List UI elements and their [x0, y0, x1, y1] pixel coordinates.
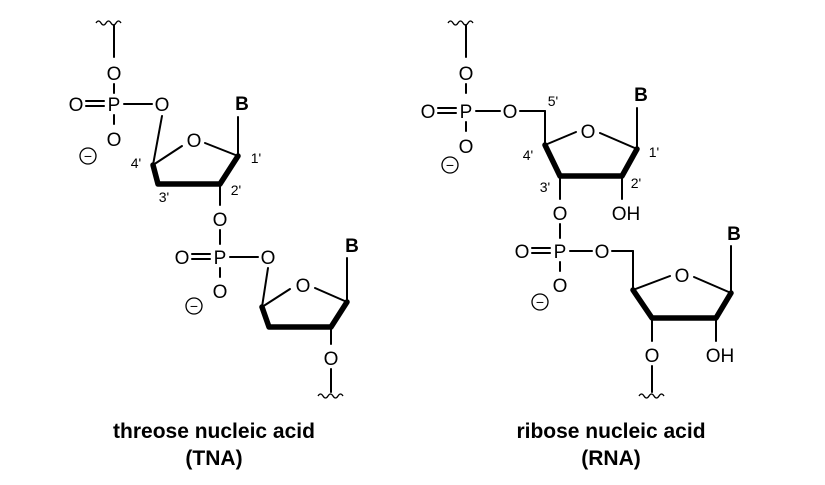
- rna-phosphate1-ester-oxygen: O: [503, 102, 518, 123]
- rna-sugar1-position-5: 5': [548, 93, 558, 109]
- rna-sugar1-position-2: 2': [631, 175, 641, 191]
- tna-sugar1-position-3: 3': [159, 189, 169, 205]
- tna-sugar2-bottom-oxygen: O: [324, 349, 339, 370]
- tna-bottom-chain-break: [317, 393, 344, 399]
- rna-phosphate2-negative-charge-icon: [531, 293, 549, 311]
- tna-sugar1-c4-ring-o-bond: [152, 145, 183, 166]
- rna-sugar1-ring-o-c1-bond: [599, 132, 638, 150]
- rna-sugar2-ring-o-c1-bond: [693, 276, 732, 294]
- rna-caption-abbreviation: (RNA): [581, 447, 640, 470]
- tna-sugar2-o3-link-bond: [261, 267, 269, 308]
- tna-phosphate2-upper-oxygen: O: [213, 210, 228, 231]
- rna-top-chain-break: [447, 20, 474, 26]
- rna-phosphate2-phosphorus: P: [554, 242, 567, 263]
- tna-phosphate1-negative-charge-icon: [79, 147, 97, 165]
- tna-phosphate2-charge-sign: −: [190, 298, 198, 314]
- tna-sugar1-base: B: [235, 94, 249, 115]
- rna-caption-title: ribose nucleic acid: [516, 420, 705, 443]
- tna-caption-title: threose nucleic acid: [113, 420, 315, 443]
- rna-phosphate2-charge-sign: −: [536, 294, 544, 310]
- rna-sugar2-base: B: [727, 224, 741, 245]
- rna-phosphate1-phosphorus: P: [460, 102, 473, 123]
- tna-phosphate1-ester-oxygen: O: [155, 95, 170, 116]
- rna-phosphate1-negative-charge-icon: [441, 156, 459, 174]
- tna-top-chain-break: [95, 20, 122, 26]
- rna-sugar2-ring-oxygen: O: [675, 266, 690, 287]
- rna-sugar1-position-4: 4': [523, 147, 533, 163]
- tna-sugar1-position-4: 4': [131, 155, 141, 171]
- tna-phosphate2-ester-oxygen: O: [261, 248, 276, 269]
- rna-phosphate1-double-oxygen: O: [421, 102, 436, 123]
- rna-phosphate1-upper-oxygen: O: [459, 64, 474, 85]
- tna-sugar1-position-2: 2': [231, 182, 241, 198]
- rna-sugar2-c4-ring-o-bond: [632, 275, 671, 291]
- tna-sugar1-front-bonds: [150, 153, 241, 187]
- rna-sugar2-front-bonds: [630, 287, 734, 321]
- rna-phosphate1-charged-oxygen: O: [459, 137, 474, 158]
- rna-sugar2-bottom-oxygen: O: [645, 346, 660, 367]
- rna-phosphate1-charge-sign: −: [446, 157, 454, 173]
- tna-phosphate1-phosphorus: P: [108, 95, 121, 116]
- rna-sugar2-hydroxyl: OH: [706, 346, 735, 367]
- tna-phosphate1-charged-oxygen: O: [107, 130, 122, 151]
- tna-sugar1-ring-o-c1-bond: [204, 142, 239, 157]
- tna-phosphate1-upper-oxygen: O: [107, 64, 122, 85]
- tna-phosphate2-double-oxygen: O: [175, 248, 190, 269]
- rna-sugar1-c4-ring-o-bond: [544, 131, 577, 146]
- tna-phosphate2-negative-charge-icon: [185, 297, 203, 315]
- rna-phosphate2-charged-oxygen: O: [553, 276, 568, 297]
- tna-phosphate2-phosphorus: P: [214, 248, 227, 269]
- rna-sugar1-front-bonds: [542, 142, 640, 179]
- tna-sugar1-o3-link-bond: [152, 115, 163, 166]
- rna-bottom-chain-break: [638, 393, 665, 399]
- tna-sugar1-position-1: 1': [251, 150, 261, 166]
- rna-sugar1-hydroxyl: OH: [612, 204, 641, 225]
- rna-phosphate2-ester-oxygen: O: [595, 242, 610, 263]
- tna-structure: O O P O O − O B 4' 1' 3' 2' O O P O: [69, 20, 359, 470]
- tna-sugar2-ring-o-c1-bond: [314, 287, 348, 303]
- tna-sugar2-base: B: [345, 236, 359, 257]
- rna-sugar1-ring-oxygen: O: [581, 122, 596, 143]
- rna-sugar1-position-1: 1': [649, 144, 659, 160]
- tna-sugar2-ring-oxygen: O: [296, 276, 311, 297]
- rna-sugar1-position-3: 3': [540, 179, 550, 195]
- tna-sugar2-c4-ring-o-bond: [261, 288, 291, 308]
- tna-phosphate2-charged-oxygen: O: [213, 282, 228, 303]
- rna-sugar1-base: B: [634, 85, 648, 106]
- tna-sugar1-ring-oxygen: O: [187, 131, 202, 152]
- tna-caption-abbreviation: (TNA): [185, 447, 242, 470]
- rna-phosphate2-upper-oxygen: O: [553, 204, 568, 225]
- tna-phosphate1-double-oxygen: O: [69, 95, 84, 116]
- rna-phosphate2-double-oxygen: O: [515, 242, 530, 263]
- tna-phosphate1-charge-sign: −: [84, 148, 92, 164]
- tna-sugar2-front-bonds: [259, 299, 350, 330]
- rna-structure: O O P O 5' O − O B 4' 1' 3' 2' OH O O: [421, 20, 741, 470]
